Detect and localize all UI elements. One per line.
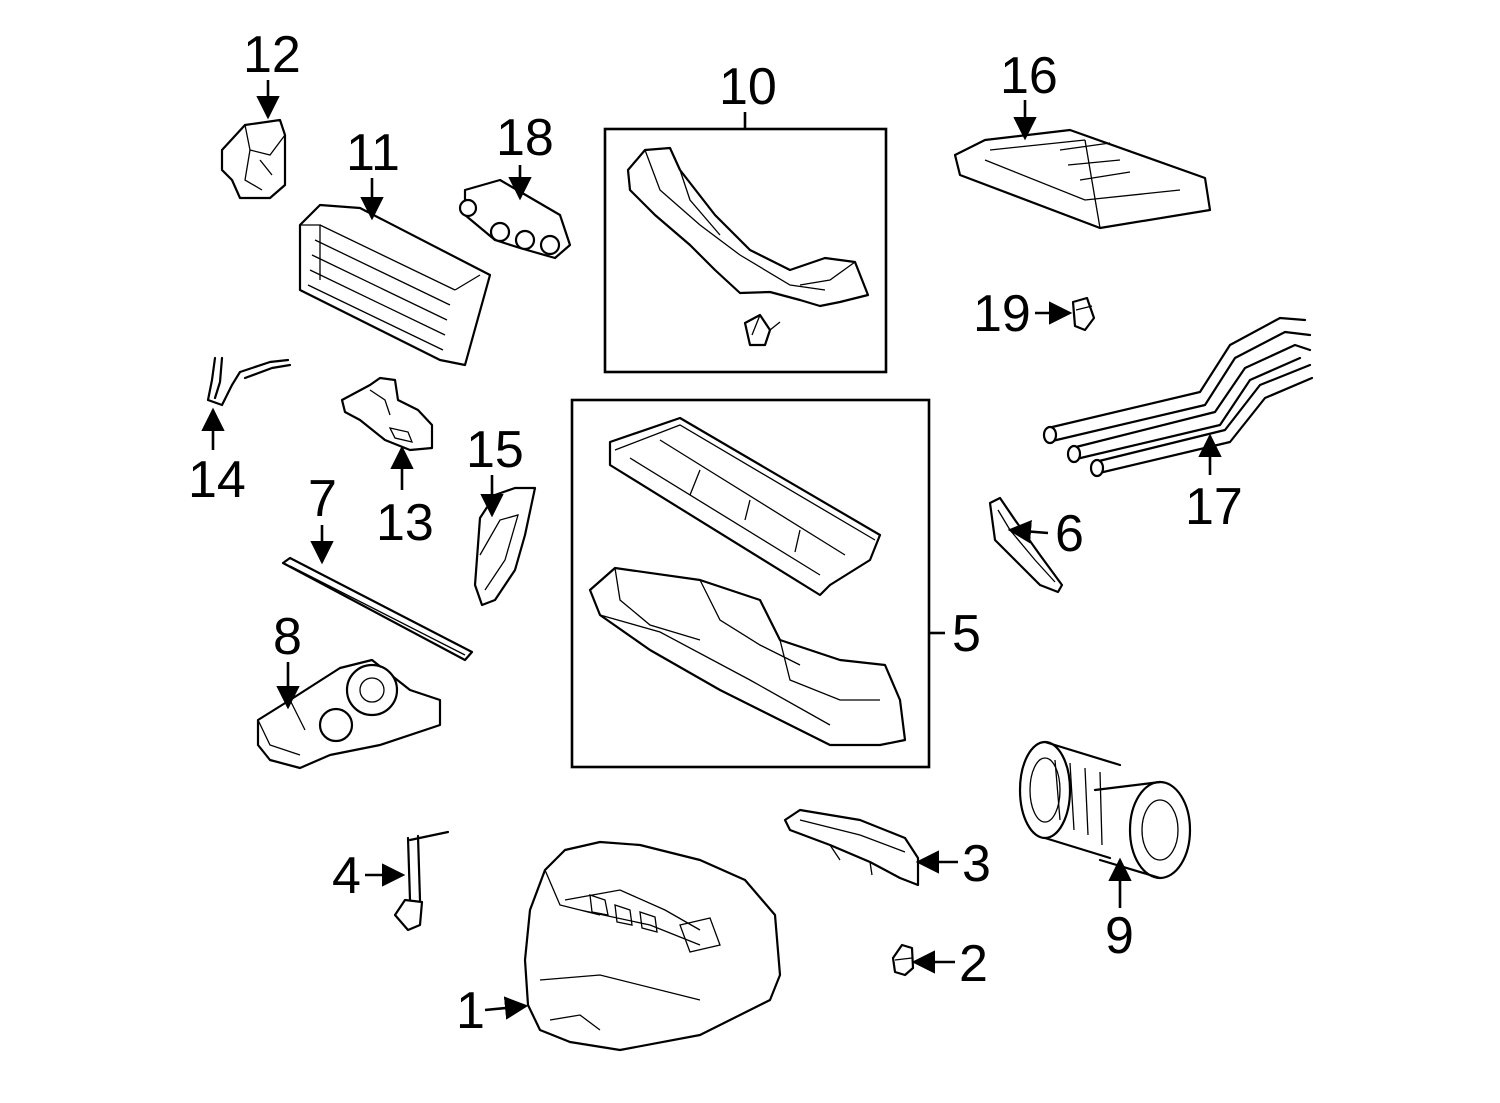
part-9-blower-wheel (1018, 740, 1192, 880)
part-4-rod (393, 830, 450, 932)
part-5-case (588, 416, 907, 747)
part-3-duct (783, 808, 920, 887)
callout-19: 19 (973, 285, 1031, 343)
callout-9: 9 (1105, 907, 1134, 965)
part-8-blower-housing (256, 658, 442, 770)
part-10-duct (626, 146, 870, 347)
part-1-hvac-case (523, 840, 782, 1052)
part-7-filter (281, 556, 474, 662)
part-13-bracket (340, 376, 434, 452)
part-2-actuator (891, 943, 915, 977)
part-16-heater-core (953, 128, 1212, 230)
leader-lines (201, 80, 1222, 1020)
part-12-bracket (220, 118, 287, 200)
callout-7: 7 (308, 470, 337, 528)
callout-2: 2 (959, 935, 988, 993)
callout-15: 15 (466, 421, 524, 479)
group-box-5 (570, 398, 931, 769)
callout-13: 13 (376, 494, 434, 552)
part-11-evaporator (298, 203, 492, 367)
callout-12: 12 (243, 26, 301, 84)
part-6-bracket (988, 496, 1064, 594)
callout-4: 4 (332, 847, 361, 905)
callout-1: 1 (456, 982, 485, 1040)
callout-8: 8 (273, 608, 302, 666)
callout-labels: 12 11 18 10 16 19 14 13 15 17 6 7 5 8 9 … (188, 26, 1243, 1040)
callout-6: 6 (1055, 505, 1084, 563)
callout-17: 17 (1185, 478, 1243, 536)
part-19-sensor (1071, 296, 1096, 332)
callout-10: 10 (719, 58, 777, 116)
part-18-connector (458, 178, 572, 260)
part-17-pipes (1042, 316, 1314, 478)
callout-11: 11 (346, 124, 400, 182)
callout-14: 14 (188, 451, 246, 509)
callout-3: 3 (962, 835, 991, 893)
callout-18: 18 (496, 109, 554, 167)
part-14-hose (206, 356, 292, 407)
callout-16: 16 (1000, 47, 1058, 105)
callout-5: 5 (952, 605, 981, 663)
part-15-duct (473, 486, 537, 607)
